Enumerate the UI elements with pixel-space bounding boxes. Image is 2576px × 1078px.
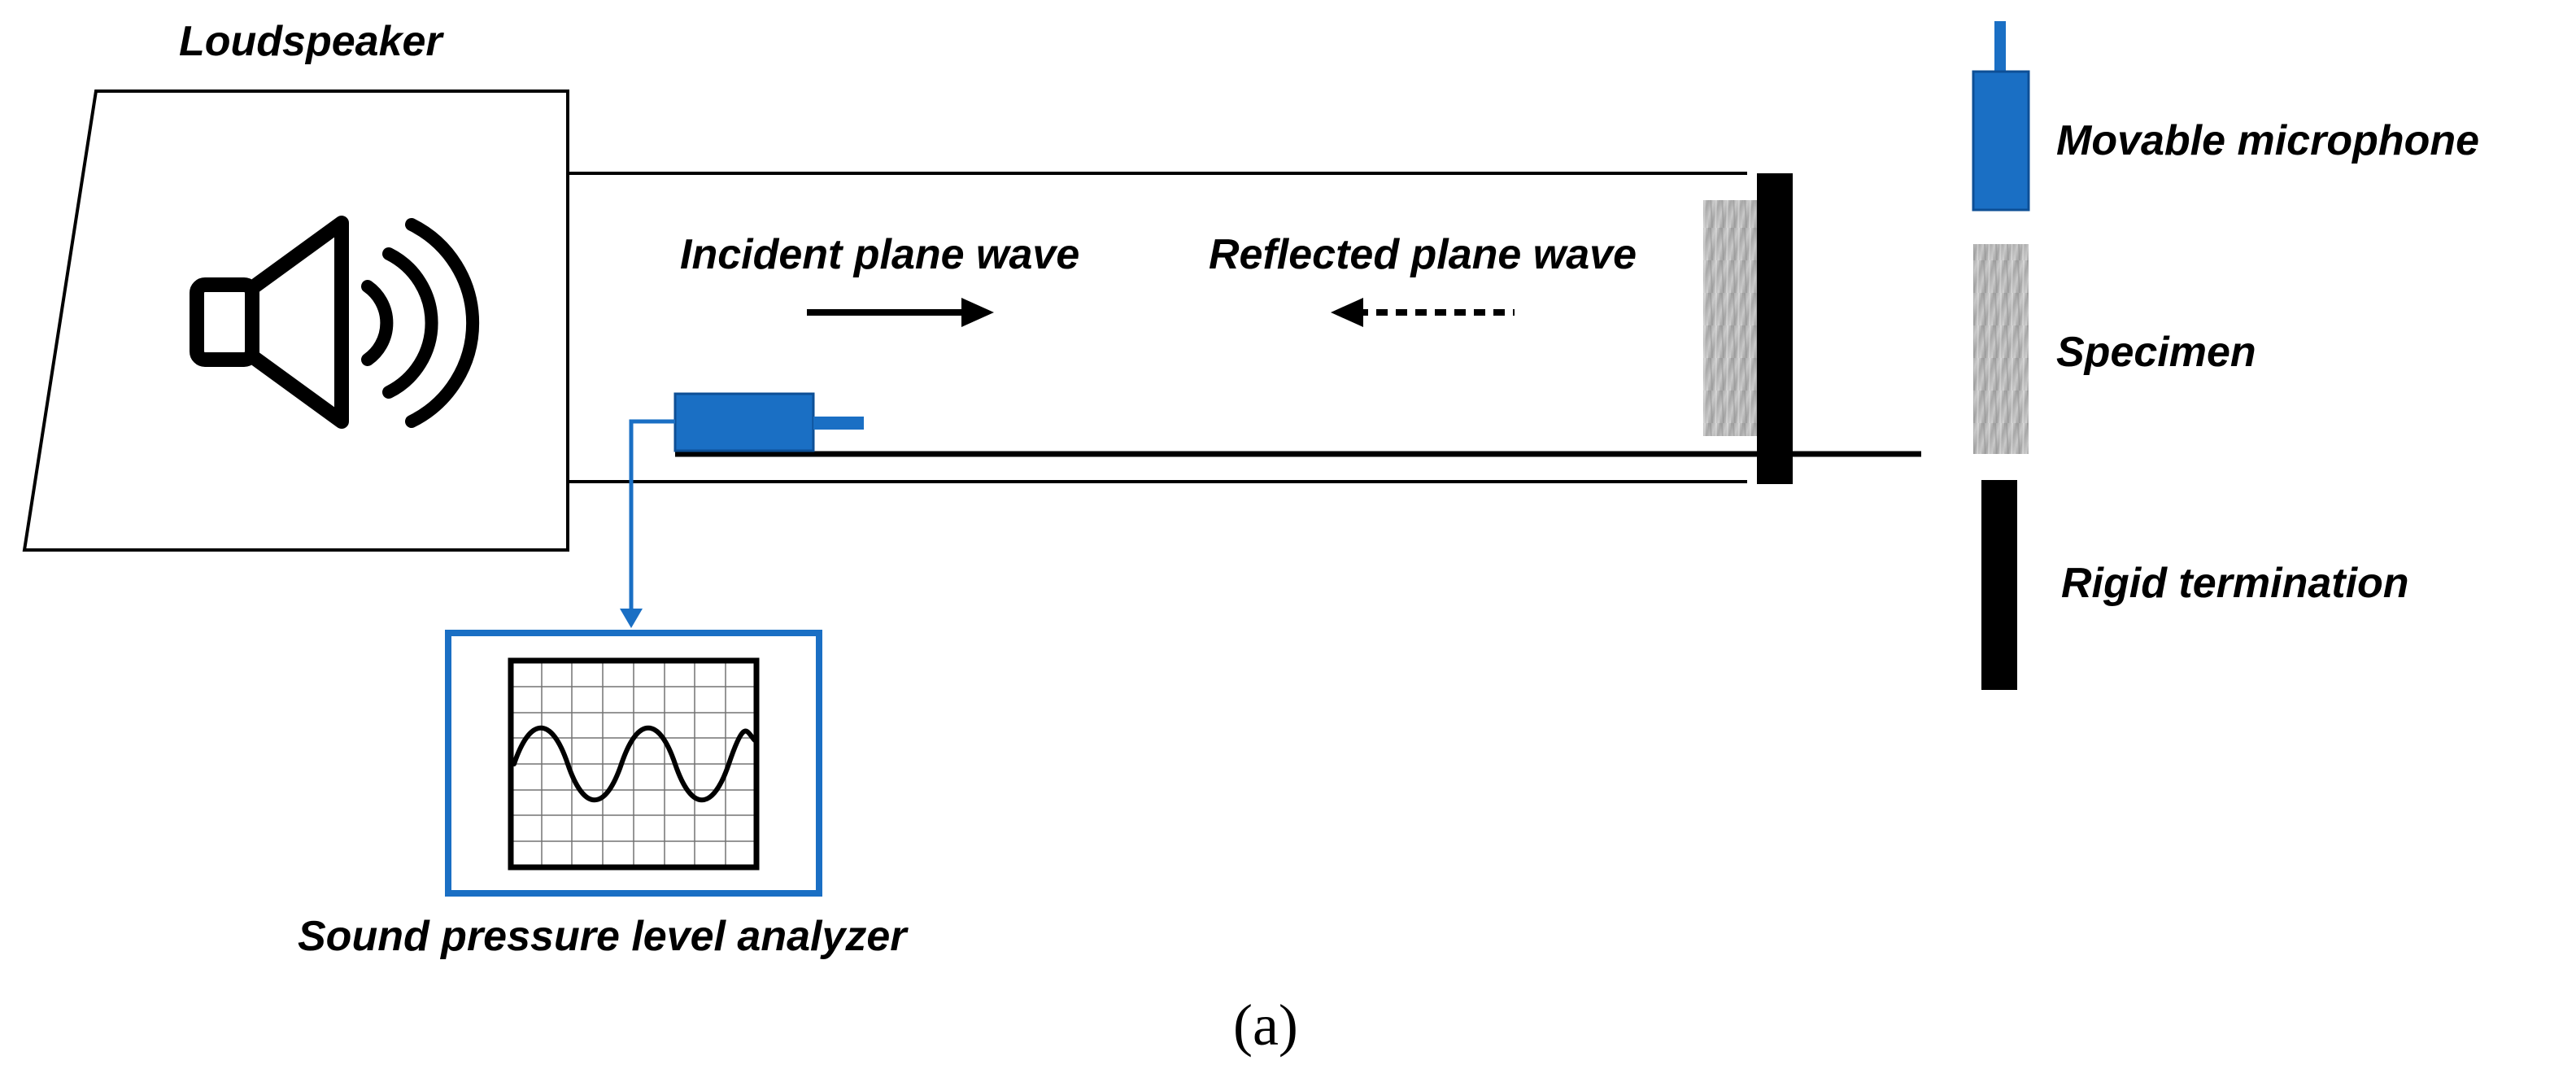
rigid-termination [1757,173,1793,484]
reflected-arrow [1331,298,1515,327]
figure-caption: (a) [1233,993,1298,1058]
legend-microphone-icon [1972,70,2030,212]
oscilloscope-icon [508,657,760,871]
loudspeaker-box [22,89,569,552]
analyzer-label: Sound pressure level analyzer [298,913,909,960]
signal-arrowhead [620,609,643,628]
legend-specimen-icon [1973,244,2029,454]
movable-microphone [673,392,815,452]
speaker-icon [190,216,480,429]
signal-cable [629,419,675,612]
specimen [1703,200,1757,436]
incident-arrow [807,298,994,327]
microphone-tip [813,417,864,430]
legend-microphone-label: Movable microphone [2056,117,2479,164]
legend-termination-icon [1981,480,2017,690]
legend-specimen-label: Specimen [2056,329,2256,376]
legend-termination-label: Rigid termination [2061,560,2409,607]
loudspeaker-label: Loudspeaker [179,18,444,65]
reflected-wave-label: Reflected plane wave [1209,231,1637,278]
legend-microphone-stem [1994,21,2006,72]
incident-wave-label: Incident plane wave [680,231,1079,278]
